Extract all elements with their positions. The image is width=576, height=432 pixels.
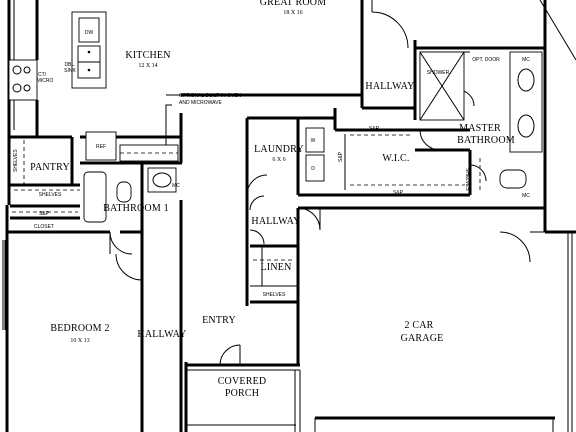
wic-sp-bottom: S&P	[393, 190, 404, 196]
ct-micro-label-2: MICRO	[37, 78, 54, 84]
range-icon	[8, 59, 38, 101]
refrigerator-icon	[85, 131, 117, 161]
hallway-left-label: HALLWAY	[137, 329, 186, 340]
ct-micro-label-1: CT/	[38, 72, 47, 78]
dryer-label: D	[311, 166, 315, 172]
dryer-icon	[305, 154, 325, 182]
opt-door-label: OPT. DOOR	[472, 57, 500, 63]
mc-top-label: MC	[522, 57, 530, 63]
linen-label: LINEN	[261, 262, 292, 273]
optional-label-1: OPTIONAL BUILT-IN OVEN	[179, 93, 242, 99]
kitchen-label: KITCHEN	[125, 50, 170, 61]
bathroom1-label: BATHROOM 1	[103, 203, 169, 214]
washer-label: W	[311, 138, 316, 144]
door-entry	[219, 344, 241, 366]
garage-line2: GARAGE	[401, 333, 444, 344]
great-room-dims: 18 X 16	[283, 10, 302, 16]
covered-porch-line1: COVERED	[218, 376, 267, 387]
tub-icon	[83, 171, 107, 223]
toilet-icon	[116, 181, 132, 203]
washer-icon	[305, 127, 325, 153]
bedroom2-label: BEDROOM 2	[50, 323, 109, 334]
bath1-mc-label: MC	[172, 183, 180, 189]
fixtures	[8, 11, 543, 366]
covered-porch-line2: PORCH	[225, 388, 259, 399]
optional-label-2: AND MICROWAVE	[179, 100, 222, 106]
dbl-sink-label-2: SINK	[64, 68, 76, 74]
mc-bottom-label: MC	[522, 193, 530, 199]
shower-label: SHOWER	[427, 70, 450, 76]
laundry-label: LAUNDRY	[254, 144, 304, 155]
door-master	[371, 11, 409, 49]
master-toilet-icon	[499, 169, 527, 189]
linen-shelves-label: SHELVES	[263, 292, 286, 298]
door-bath1	[109, 231, 133, 255]
pantry-shelves-side: SHELVES	[13, 149, 19, 172]
door-linen	[249, 229, 265, 245]
dishwasher-icon	[78, 17, 100, 43]
master-bath-line1: MASTER	[459, 123, 501, 134]
wic-sp-top: S&P	[369, 126, 380, 132]
bedroom2-dims: 10 X 13	[70, 338, 89, 344]
garage-line1: 2 CAR	[404, 320, 433, 331]
kitchen-dims: 12 X 14	[138, 63, 157, 69]
ref-label: REF	[96, 144, 106, 150]
door-right	[499, 231, 531, 263]
dbl-sink-label-1: DBL.	[64, 62, 75, 68]
laundry-dims: 6 X 6	[272, 157, 285, 163]
room-labels: GREAT ROOM 18 X 16 KITCHEN 12 X 14 PANTR…	[30, 0, 515, 399]
master-bath-line2: BATHROOM	[457, 135, 515, 146]
callout-leader	[165, 104, 172, 145]
wic-label: W.I.C.	[382, 153, 409, 164]
hall-sp-label: S&P	[39, 211, 50, 217]
dw-label: DW	[85, 30, 94, 36]
hallway-mid-label: HALLWAY	[251, 216, 300, 227]
hallway-top-label: HALLWAY	[365, 81, 414, 92]
great-room-label: GREAT ROOM	[260, 0, 327, 8]
pantry-label: PANTRY	[30, 162, 70, 173]
door-garage-hall	[297, 207, 321, 231]
fixture-labels: DW DBL. SINK CT/ MICRO REF OPTIONAL BUIL…	[13, 30, 530, 298]
master-shelves-label: SHELVES	[464, 168, 470, 191]
closet-label: CLOSET	[34, 224, 54, 230]
entry-label: ENTRY	[202, 315, 236, 326]
pantry-shelves-bottom: SHELVES	[39, 192, 62, 198]
door-laundry	[246, 174, 268, 196]
wic-sp-left: S&P	[338, 151, 344, 162]
